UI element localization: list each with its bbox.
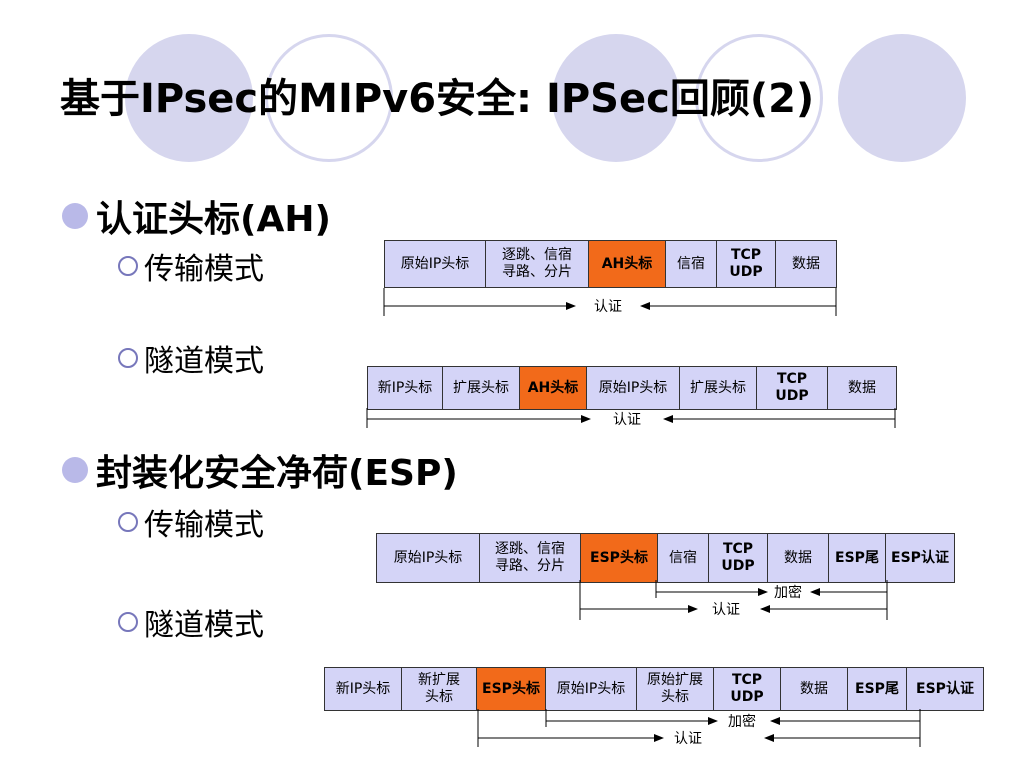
packet-cell: 逐跳、信宿 寻路、分片 (479, 533, 581, 583)
packet-cell: ESP尾 (828, 533, 886, 583)
bullet-ah-transport-label: 传输模式 (144, 252, 264, 287)
sub-bullet-ring-icon (118, 512, 138, 532)
packet-cell: TCP UDP (708, 533, 768, 583)
bullet-ah-label: 认证头标(AH) (96, 199, 331, 240)
packet-cell: 原始IP头标 (376, 533, 480, 583)
bullet-esp: 封装化安全净荷(ESP) (62, 444, 458, 496)
packet-cell: ESP认证 (906, 667, 984, 711)
decor-ring-1 (265, 34, 393, 162)
packet-cell-highlight: ESP头标 (580, 533, 658, 583)
ah-tunnel-auth-arrows: 认证 (366, 408, 896, 428)
ah-transport-auth-label: 认证 (594, 299, 622, 315)
bullet-esp-label: 封装化安全净荷(ESP) (96, 453, 458, 494)
packet-cell: 数据 (780, 667, 848, 711)
packet-cell: 信宿 (657, 533, 709, 583)
bullet-ah-tunnel-label: 隧道模式 (144, 344, 264, 379)
ah-tunnel-auth-label: 认证 (613, 412, 641, 428)
ah-transport-packet: 原始IP头标 逐跳、信宿 寻路、分片 AH头标 信宿 TCP UDP 数据 (384, 240, 837, 288)
slide-title: 基于IPsec的MIPv6安全: IPSec回顾(2) (60, 76, 815, 122)
bullet-esp-transport-label: 传输模式 (144, 508, 264, 543)
packet-cell: 扩展头标 (679, 366, 757, 410)
bullet-esp-transport: 传输模式 (118, 500, 264, 544)
bullet-esp-tunnel: 隧道模式 (118, 600, 264, 644)
packet-cell: TCP UDP (716, 240, 776, 288)
packet-cell-highlight: AH头标 (588, 240, 666, 288)
decor-circle-2 (552, 34, 680, 162)
packet-cell: 数据 (767, 533, 829, 583)
packet-cell: ESP尾 (847, 667, 907, 711)
packet-cell: 数据 (827, 366, 897, 410)
bullet-ah: 认证头标(AH) (62, 190, 331, 242)
esp-transport-enc-label: 加密 (774, 584, 802, 601)
bullet-dot-icon (62, 457, 88, 483)
packet-cell: TCP UDP (756, 366, 828, 410)
sub-bullet-ring-icon (118, 612, 138, 632)
packet-cell: 新IP头标 (367, 366, 443, 410)
esp-transport-packet: 原始IP头标 逐跳、信宿 寻路、分片 ESP头标 信宿 TCP UDP 数据 E… (376, 533, 955, 583)
packet-cell-highlight: AH头标 (519, 366, 587, 410)
bullet-ah-tunnel: 隧道模式 (118, 336, 264, 380)
packet-cell: 信宿 (665, 240, 717, 288)
bullet-dot-icon (62, 203, 88, 229)
packet-cell: 新扩展 头标 (401, 667, 477, 711)
packet-cell: 原始IP头标 (384, 240, 486, 288)
packet-cell-highlight: ESP头标 (476, 667, 546, 711)
ah-transport-auth-arrows: 认证 (383, 288, 837, 316)
packet-cell: 原始IP头标 (545, 667, 637, 711)
esp-tunnel-packet: 新IP头标 新扩展 头标 ESP头标 原始IP头标 原始扩展 头标 TCP UD… (324, 667, 984, 711)
packet-cell: 原始IP头标 (586, 366, 680, 410)
decor-circle-3 (838, 34, 966, 162)
sub-bullet-ring-icon (118, 256, 138, 276)
decor-circle-1 (125, 34, 253, 162)
esp-tunnel-arrows: 加密 认证 (477, 709, 921, 747)
packet-cell: 新IP头标 (324, 667, 402, 711)
esp-tunnel-enc-label: 加密 (728, 713, 756, 730)
ah-tunnel-packet: 新IP头标 扩展头标 AH头标 原始IP头标 扩展头标 TCP UDP 数据 (367, 366, 897, 410)
esp-transport-arrows: 加密 认证 (579, 580, 888, 620)
packet-cell: 扩展头标 (442, 366, 520, 410)
packet-cell: 原始扩展 头标 (636, 667, 714, 711)
bullet-esp-tunnel-label: 隧道模式 (144, 608, 264, 643)
esp-transport-auth-label: 认证 (712, 602, 740, 618)
esp-tunnel-auth-label: 认证 (674, 731, 702, 747)
bullet-ah-transport: 传输模式 (118, 244, 264, 288)
packet-cell: ESP认证 (885, 533, 955, 583)
decor-ring-2 (695, 34, 823, 162)
packet-cell: 数据 (775, 240, 837, 288)
packet-cell: TCP UDP (713, 667, 781, 711)
packet-cell: 逐跳、信宿 寻路、分片 (485, 240, 589, 288)
sub-bullet-ring-icon (118, 348, 138, 368)
